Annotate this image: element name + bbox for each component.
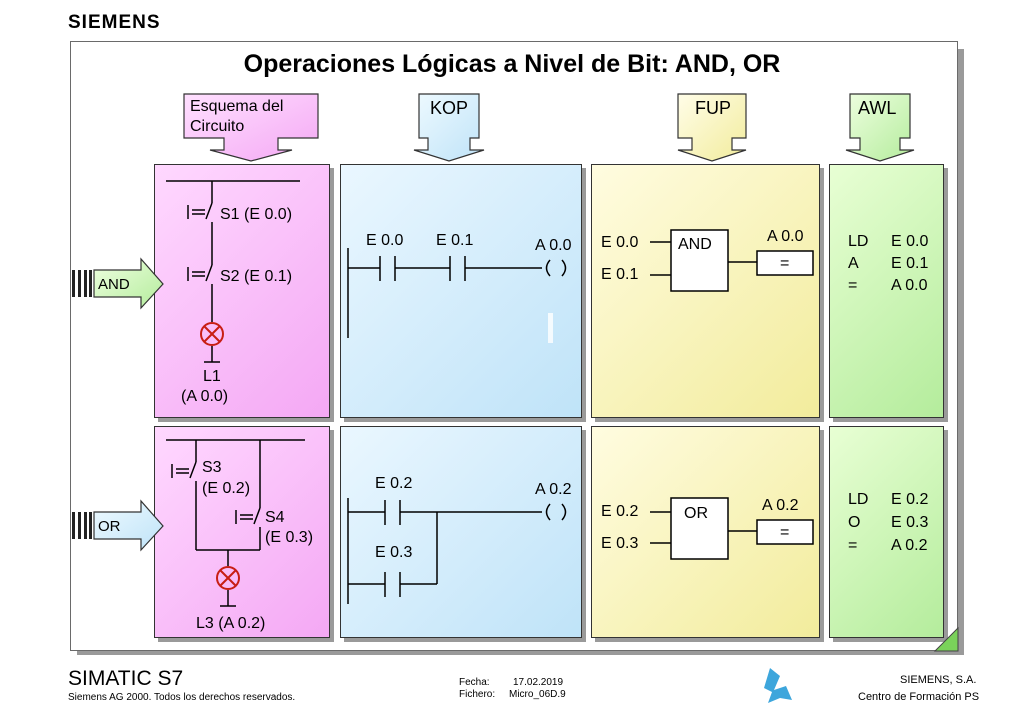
and-fup-out: A 0.0 [767,228,804,245]
kop-highlight [548,313,553,343]
header-callout-kop [413,93,485,162]
siemens-logo: SIEMENS [68,12,161,33]
row-label-or: OR [98,518,121,535]
or-awl-operand-3: A 0.2 [891,537,928,554]
panel-and-circuit [154,164,330,418]
training-centre-logo-icon [764,668,792,703]
or-circuit-s4-addr: (E 0.3) [265,529,314,546]
and-kop-in2: E 0.1 [436,232,474,249]
or-awl-op-3: = [848,537,858,554]
or-kop-in2: E 0.3 [375,544,413,561]
footer-copyright: Siemens AG 2000. Todos los derechos rese… [68,692,296,703]
or-fup-in2: E 0.3 [601,535,639,552]
or-circuit-schematic [166,439,305,607]
panel-or-awl [829,426,944,638]
and-fup-gate: AND [678,236,712,253]
header-kop: KOP [430,98,469,118]
and-awl-op-2: A [848,255,859,272]
and-kop-ladder [347,248,567,338]
and-circuit-lamp-addr: (A 0.0) [181,388,229,405]
panel-or-kop [340,426,582,638]
row-arrow-or [72,499,164,552]
and-awl-operand-2: E 0.1 [891,255,929,272]
lamp-l1-icon [200,322,224,346]
row-label-and: AND [98,276,130,293]
footer-fecha-label: Fecha: [459,677,490,688]
header-callout-awl [845,93,915,162]
header-callout-fup [677,93,747,162]
and-awl-operand-3: A 0.0 [891,277,928,294]
row-arrow-and [72,257,164,310]
header-callout-esquema [183,93,319,162]
footer-fichero: Micro_06D.9 [509,689,566,700]
and-fup-in1: E 0.0 [601,234,639,251]
and-kop-out: A 0.0 [535,237,572,254]
and-fup-assign: = [780,255,790,272]
footer-product: SIMATIC S7 [68,667,184,690]
or-awl-operand-1: E 0.2 [891,491,929,508]
panel-and-awl [829,164,944,418]
and-awl-op-1: LD [848,233,869,250]
panel-and-kop [340,164,582,418]
or-circuit-s3-addr: (E 0.2) [202,480,251,497]
and-circuit-s2-label: S2 (E 0.1) [220,268,293,285]
header-awl: AWL [858,98,897,118]
footer-company: SIEMENS, S.A. [900,674,977,686]
or-fup-gate: OR [684,505,708,522]
or-awl-operand-2: E 0.3 [891,514,929,531]
panel-and-fup [591,164,820,418]
or-fup-out: A 0.2 [762,497,799,514]
slide-title: Operaciones Lógicas a Nivel de Bit: AND,… [243,50,781,78]
or-fup-in1: E 0.2 [601,503,639,520]
header-esquema-line1: Esquema del [190,98,284,115]
page-curl-corner [933,626,959,652]
and-awl-op-3: = [848,277,858,294]
or-fup-assign: = [780,524,790,541]
or-kop-ladder [347,498,567,604]
header-fup: FUP [695,98,731,118]
footer-fichero-label: Fichero: [459,689,496,700]
and-circuit-schematic [166,180,300,363]
header-esquema-line2: Circuito [190,118,245,135]
footer-centre: Centro de Formación PS [858,691,980,703]
lamp-l3-icon [216,566,240,590]
or-circuit-lamp-label: L3 (A 0.2) [196,615,266,632]
or-awl-op-1: LD [848,491,869,508]
and-circuit-s1-label: S1 (E 0.0) [220,206,293,223]
or-circuit-s4-label: S4 [265,509,285,526]
and-fup-block [650,229,814,292]
and-fup-in2: E 0.1 [601,266,639,283]
and-awl-operand-1: E 0.0 [891,233,929,250]
and-kop-in1: E 0.0 [366,232,404,249]
and-circuit-lamp-name: L1 [203,368,221,385]
or-kop-in1: E 0.2 [375,475,413,492]
or-fup-block [650,497,814,560]
or-kop-out: A 0.2 [535,481,572,498]
footer-fecha: 17.02.2019 [513,677,564,688]
or-awl-op-2: O [848,514,861,531]
or-circuit-s3-label: S3 [202,459,222,476]
